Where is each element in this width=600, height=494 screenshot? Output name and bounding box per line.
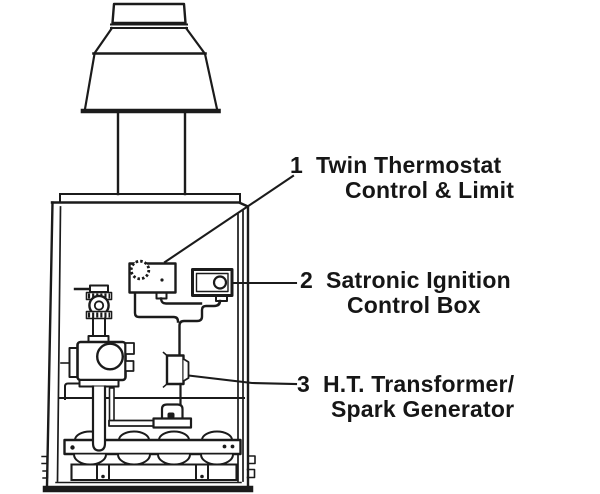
callout-twin-thermostat: 1 Twin Thermostat Control & Limit xyxy=(290,153,514,203)
boiler-cabinet xyxy=(41,193,256,493)
igniter-plate xyxy=(152,417,193,429)
callout-2-line-2: Control Box xyxy=(347,292,481,318)
callout-3-line-2: Spark Generator xyxy=(331,396,515,422)
callout-text-3: H.T. Transformer/ Spark Generator xyxy=(323,372,514,422)
valve-sensing-wire xyxy=(64,382,80,400)
ht-transformer-spark-generator xyxy=(162,351,190,406)
callout-satronic-ignition: 2 Satronic Ignition Control Box xyxy=(300,268,511,318)
callout-number-1: 1 xyxy=(290,152,303,178)
control-wiring xyxy=(133,291,222,357)
callout-number-2: 2 xyxy=(300,267,313,293)
callout-3-line-1: H.T. Transformer/ xyxy=(323,371,515,397)
gas-valve-train xyxy=(60,284,135,400)
gas-down-pipe xyxy=(91,385,107,452)
twin-thermostat-control xyxy=(128,259,177,300)
callout-number-3: 3 xyxy=(297,371,310,397)
igniter-bracket xyxy=(160,403,184,420)
satronic-ignition-control-box xyxy=(191,268,234,302)
flue-pipe xyxy=(116,112,187,196)
leader-line-3 xyxy=(187,374,298,386)
base-frame xyxy=(70,463,238,482)
callout-1-line-1: Twin Thermostat xyxy=(316,152,502,178)
callout-leader-lines xyxy=(163,174,298,386)
leader-line-1 xyxy=(163,174,295,264)
callout-ht-transformer: 3 H.T. Transformer/ Spark Generator xyxy=(297,372,514,422)
draft-hood xyxy=(80,2,221,114)
thermostat-knob xyxy=(129,259,151,281)
callout-2-line-1: Satronic Ignition xyxy=(326,267,511,293)
callout-text-1: Twin Thermostat Control & Limit xyxy=(316,153,514,203)
callout-1-line-2: Control & Limit xyxy=(345,177,515,203)
callout-text-2: Satronic Ignition Control Box xyxy=(326,268,511,318)
burner-rail xyxy=(63,438,242,456)
